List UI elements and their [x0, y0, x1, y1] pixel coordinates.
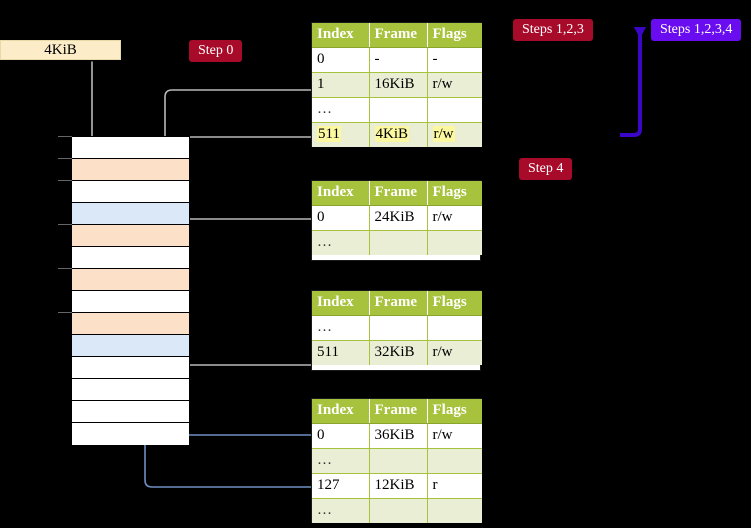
memory-frame-row — [72, 291, 189, 313]
badge-step-4: Step 4 — [519, 158, 573, 181]
memory-tick — [58, 224, 72, 225]
memory-frame-row — [72, 335, 189, 357]
cell-index: 511 — [312, 340, 370, 365]
badge-step-0: Step 0 — [189, 40, 243, 63]
cell-frame: 16KiB — [369, 72, 428, 98]
memory-frame-row — [72, 313, 189, 335]
memory-frame-row — [72, 423, 189, 445]
cell-index: … — [312, 448, 370, 474]
cell-frame — [369, 97, 428, 123]
cell-frame — [369, 498, 428, 523]
cell-flags — [427, 97, 482, 123]
badge-steps-123-label: Steps 1,2,3 — [522, 22, 584, 37]
memory-frame-row — [72, 269, 189, 291]
column-header-flags: Flags — [427, 181, 482, 206]
badge-steps-1234: Steps 1,2,3,4 — [651, 19, 742, 42]
column-header-flags: Flags — [427, 23, 482, 48]
table-row[interactable]: … — [312, 97, 482, 123]
table-row[interactable]: … — [312, 448, 482, 474]
cell-index: … — [312, 97, 370, 123]
table-row[interactable]: … — [312, 315, 482, 341]
memory-tick — [58, 136, 72, 137]
badge-steps-1234-label: Steps 1,2,3,4 — [660, 22, 733, 37]
table-row[interactable]: 0-- — [312, 47, 482, 73]
cell-flags — [427, 230, 482, 255]
memory-tick — [58, 268, 72, 269]
cell-frame: 32KiB — [369, 340, 428, 365]
cell-frame: 12KiB — [369, 473, 428, 499]
cell-flags: r — [427, 473, 482, 499]
cell-frame: 24KiB — [369, 205, 428, 231]
size-label-text: 4KiB — [44, 41, 77, 58]
cell-flags: r/w — [427, 205, 482, 231]
cell-frame: 4KiB — [369, 122, 428, 147]
cell-frame: - — [369, 47, 428, 73]
badge-step-0-label: Step 0 — [198, 43, 234, 58]
column-header-index: Index — [312, 181, 370, 206]
memory-frame-row — [72, 247, 189, 269]
cell-flags: r/w — [427, 423, 482, 449]
cell-index: 0 — [312, 47, 370, 73]
physical-memory-grid — [71, 136, 190, 445]
memory-frame-row — [72, 159, 189, 181]
cell-flags: r/w — [427, 340, 482, 365]
column-header-flags: Flags — [427, 399, 482, 424]
memory-frame-row — [72, 137, 189, 159]
cell-index: 511 — [312, 122, 370, 147]
cell-flags: r/w — [427, 122, 482, 147]
memory-tick — [58, 180, 72, 181]
column-header-frame: Frame — [369, 181, 428, 206]
table-row[interactable]: … — [312, 498, 482, 523]
cell-flags — [427, 498, 482, 523]
cell-index: … — [312, 230, 370, 255]
table-row[interactable]: … — [312, 230, 482, 255]
cell-frame — [369, 448, 428, 474]
cell-frame: 36KiB — [369, 423, 428, 449]
cell-frame — [369, 315, 428, 341]
memory-frame-row — [72, 357, 189, 379]
memory-tick — [58, 312, 72, 313]
cell-flags: r/w — [427, 72, 482, 98]
cell-index: 0 — [312, 205, 370, 231]
column-header-flags: Flags — [427, 291, 482, 316]
memory-frame-row — [72, 203, 189, 225]
badge-steps-123: Steps 1,2,3 — [513, 19, 593, 42]
cell-index: 127 — [312, 473, 370, 499]
column-header-index: Index — [312, 291, 370, 316]
cell-flags — [427, 315, 482, 341]
column-header-frame: Frame — [369, 23, 428, 48]
cell-index: 1 — [312, 72, 370, 98]
cell-index: … — [312, 498, 370, 523]
column-header-frame: Frame — [369, 399, 428, 424]
column-header-index: Index — [312, 399, 370, 424]
cell-index: 0 — [312, 423, 370, 449]
badge-step-4-label: Step 4 — [528, 161, 564, 176]
column-header-frame: Frame — [369, 291, 428, 316]
memory-frame-row — [72, 181, 189, 203]
memory-tick — [58, 158, 72, 159]
memory-frame-row — [72, 401, 189, 423]
size-label-4kib: 4KiB — [0, 40, 121, 60]
cell-index: … — [312, 315, 370, 341]
memory-frame-row — [72, 225, 189, 247]
column-header-index: Index — [312, 23, 370, 48]
memory-frame-row — [72, 379, 189, 401]
cell-frame — [369, 230, 428, 255]
cell-flags: - — [427, 47, 482, 73]
cell-flags — [427, 448, 482, 474]
